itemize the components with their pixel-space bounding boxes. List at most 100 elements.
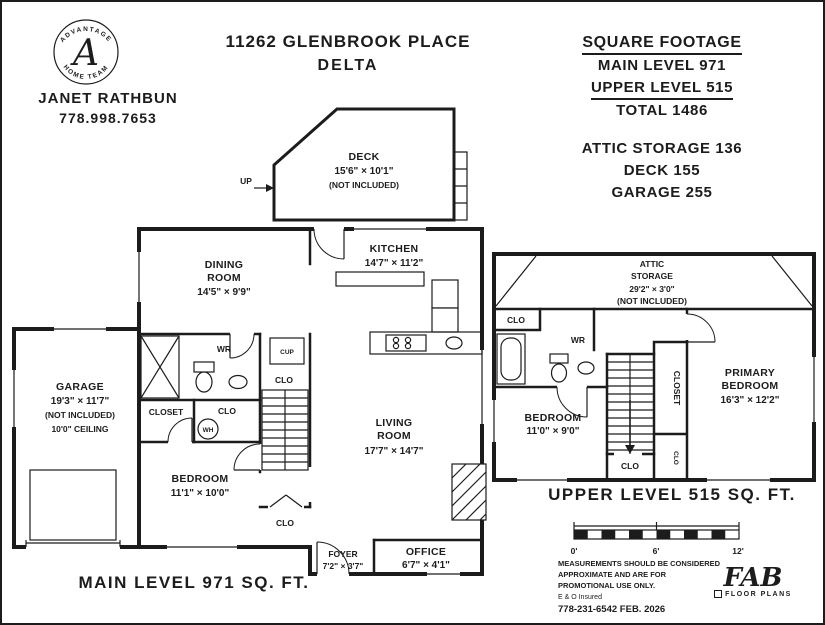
- insured-note: E & O Insured: [558, 594, 602, 601]
- scale-label-0: 0': [571, 546, 578, 556]
- attic-label-2: STORAGE: [631, 271, 673, 281]
- agent-phone: 778.998.7653: [59, 110, 157, 126]
- wr-label: WR: [217, 344, 231, 354]
- dining-label-2: ROOM: [207, 272, 241, 284]
- fab-subtitle: FLOOR PLANS: [725, 590, 792, 598]
- disclaimer-line-2: APPROXIMATE AND ARE FOR: [558, 570, 667, 579]
- fridge-symbol: [431, 279, 459, 309]
- main-level-fixtures: [29, 271, 487, 541]
- upper-level-labels: ATTIC STORAGE 29'2" × 3'0" (NOT INCLUDED…: [507, 259, 796, 504]
- upper-level-stairs: [607, 354, 653, 454]
- stove-symbol: [385, 334, 427, 352]
- bedroom-dims: 11'1" × 10'0": [171, 488, 230, 499]
- kitchen-island: [335, 271, 425, 287]
- appliance-symbol: [431, 307, 459, 333]
- garage-note: (NOT INCLUDED): [45, 410, 115, 420]
- main-level-deck: [254, 107, 468, 222]
- deck-dims: 15'6" × 10'1": [334, 166, 393, 177]
- agent-block: JANET RATHBUN 778.998.7653: [8, 90, 208, 126]
- bedroom-label: BEDROOM: [172, 473, 229, 485]
- fab-logo: FAB FLOOR PLANS: [705, 563, 801, 598]
- main-level-doors: [25, 225, 350, 578]
- city-line: DELTA: [317, 57, 379, 74]
- disclaimer-block: MEASUREMENTS SHOULD BE CONSIDERED APPROX…: [558, 559, 721, 615]
- clo-label-d: CLO: [507, 315, 525, 325]
- sqft-main-level: MAIN LEVEL 971: [597, 57, 727, 74]
- attic-dims: 29'2" × 3'0": [629, 284, 674, 294]
- main-level-caption: MAIN LEVEL 971 SQ. FT.: [78, 573, 309, 592]
- kitchen-label: KITCHEN: [370, 243, 419, 255]
- address-line: 11262 GLENBROOK PLACE: [225, 32, 471, 51]
- cupboard-box: [269, 337, 305, 365]
- upper-wr-label: WR: [571, 335, 585, 345]
- disclaimer-line-3: PROMOTIONAL USE ONLY.: [558, 581, 655, 590]
- primary-label-2: BEDROOM: [722, 380, 779, 392]
- wh-label: WH: [203, 427, 214, 434]
- scale-label-6: 6': [653, 546, 660, 556]
- fab-square-icon: [714, 590, 723, 598]
- office-label: OFFICE: [406, 546, 446, 558]
- sqft-deck: DECK 155: [623, 162, 701, 179]
- kitchen-dims: 14'7" × 11'2": [365, 258, 424, 269]
- up-label: UP: [240, 176, 252, 186]
- upper-level-windows: [490, 357, 818, 484]
- foyer-dims: 7'2" × 3'7": [323, 561, 364, 571]
- sqft-heading: SQUARE FOOTAGE: [550, 32, 774, 55]
- clo-label-e: CLO: [621, 461, 639, 471]
- advantage-logo-svg: ADVANTAGE HOME TEAM A: [53, 19, 119, 85]
- cup-label: CUP: [280, 349, 294, 356]
- upper-level-doors: [556, 313, 716, 458]
- upper-level-caption: UPPER LEVEL 515 SQ. FT.: [548, 485, 796, 504]
- clo-label-a: CLO: [218, 406, 236, 416]
- foyer-label: FOYER: [328, 549, 357, 559]
- office-dims: 6'7" × 4'1": [402, 560, 450, 571]
- upper-bedroom-dims: 11'0" × 9'0": [527, 426, 580, 437]
- garage-ceiling: 10'0" CEILING: [51, 424, 108, 434]
- sqft-total: TOTAL 1486: [616, 102, 708, 119]
- address-block: 11262 GLENBROOK PLACE DELTA: [220, 32, 476, 75]
- scale-label-12: 12': [732, 546, 743, 556]
- contact-line: 778-231-6542 FEB. 2026: [558, 604, 665, 615]
- main-level-windows: [10, 225, 486, 578]
- sqft-upper-level: UPPER LEVEL 515: [550, 77, 774, 100]
- clo-label-c: CLO: [276, 518, 294, 528]
- kitchen-sink: [445, 336, 463, 350]
- deck-note: (NOT INCLUDED): [329, 180, 399, 190]
- dining-label-1: DINING: [205, 259, 244, 271]
- clo-label-b: CLO: [275, 375, 293, 385]
- scale-bar: 0' 6' 12': [571, 522, 744, 556]
- sqft-attic: ATTIC STORAGE 136: [581, 140, 743, 157]
- living-label-1: LIVING: [376, 417, 413, 429]
- living-dims: 17'7" × 14'7": [364, 446, 423, 457]
- logo-circle: [53, 19, 119, 85]
- sqft-garage: GARAGE 255: [611, 184, 713, 201]
- water-heater-symbol: [197, 418, 219, 440]
- agent-name: JANET RATHBUN: [38, 90, 178, 107]
- advantage-logo: ADVANTAGE HOME TEAM A: [40, 12, 132, 97]
- garage-door-panel: [29, 469, 117, 541]
- upper-level-fixtures: [496, 333, 595, 385]
- deck-label: DECK: [349, 151, 380, 163]
- living-label-2: ROOM: [377, 430, 411, 442]
- fab-subtitle-row: FLOOR PLANS: [705, 590, 801, 598]
- garage-dims: 19'3" × 11'7": [51, 396, 110, 407]
- primary-dims: 16'3" × 12'2": [720, 395, 779, 406]
- upper-bedroom-label: BEDROOM: [525, 412, 582, 424]
- square-footage-block: SQUARE FOOTAGE MAIN LEVEL 971 UPPER LEVE…: [550, 32, 774, 204]
- disclaimer-line-1: MEASUREMENTS SHOULD BE CONSIDERED: [558, 559, 721, 568]
- toilet-symbol: [550, 363, 568, 383]
- clo-label-f: CLO: [672, 451, 679, 465]
- main-level-interior-walls: [137, 227, 484, 576]
- main-level-labels: DECK 15'6" × 10'1" (NOT INCLUDED) UP KIT…: [45, 151, 450, 592]
- fab-wordmark: FAB: [723, 563, 783, 593]
- sink-symbol: [577, 361, 595, 375]
- upper-closet-label: CLOSET: [672, 371, 682, 406]
- logo-monogram: A: [70, 33, 99, 74]
- kitchen-counter: [369, 331, 483, 355]
- garage-label: GARAGE: [56, 381, 104, 393]
- primary-label-1: PRIMARY: [725, 367, 775, 379]
- attic-note: (NOT INCLUDED): [617, 296, 687, 306]
- attic-label-1: ATTIC: [640, 259, 664, 269]
